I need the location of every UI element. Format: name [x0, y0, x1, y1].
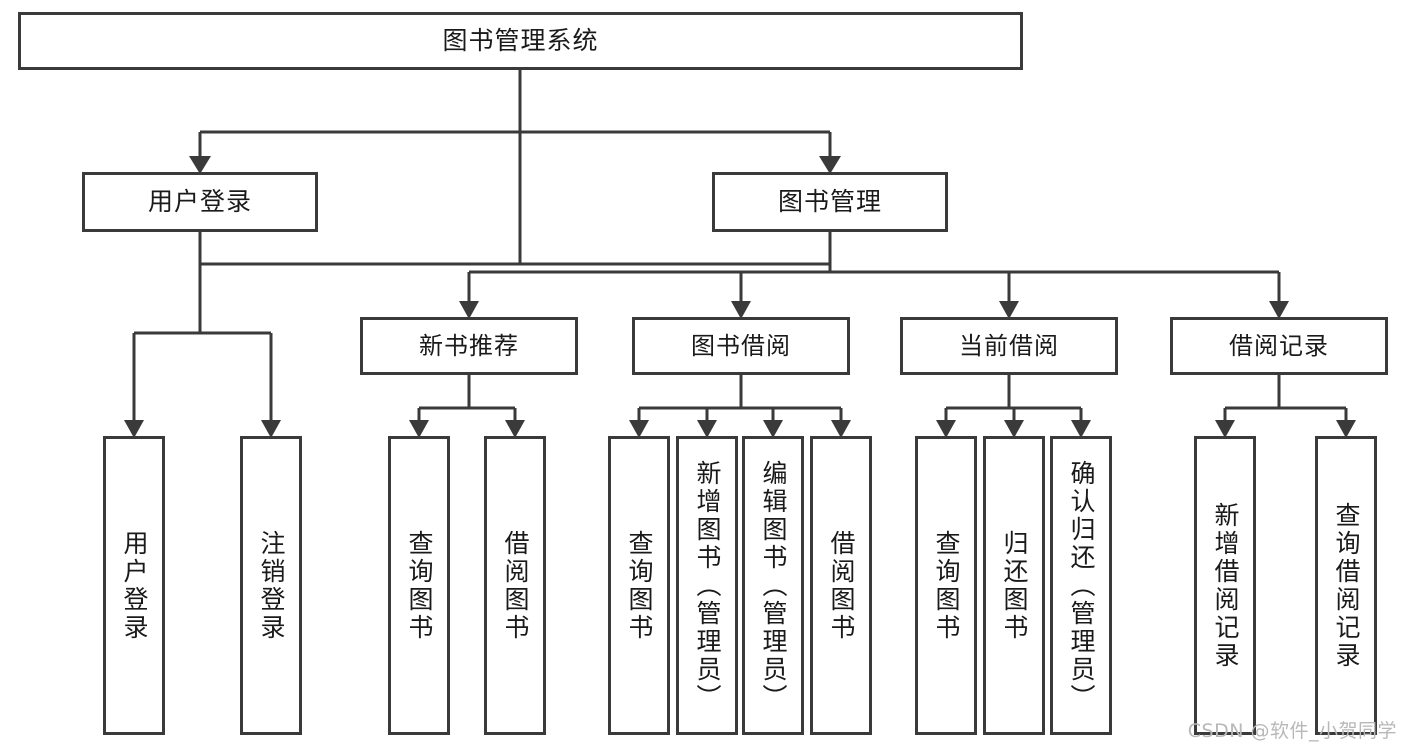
- node-leaf-borrow-book-2-label: 借阅图书: [827, 529, 856, 642]
- node-leaf-confirm-return[interactable]: 确认归还（管理员）: [1050, 436, 1112, 735]
- node-leaf-add-book[interactable]: 新增图书（管理员）: [676, 436, 738, 735]
- node-leaf-confirm-return-label: 确认归还（管理员）: [1067, 459, 1096, 712]
- node-new-book-rec-label: 新书推荐: [419, 331, 519, 360]
- node-leaf-return-book-label: 归还图书: [1000, 529, 1029, 642]
- node-user-login[interactable]: 用户登录: [82, 172, 318, 232]
- node-leaf-edit-book[interactable]: 编辑图书（管理员）: [742, 436, 804, 735]
- node-leaf-query-book-3[interactable]: 查询图书: [915, 436, 977, 735]
- node-leaf-borrow-book-1-label: 借阅图书: [501, 529, 530, 642]
- node-new-book-rec[interactable]: 新书推荐: [360, 317, 578, 375]
- node-leaf-query-book-2-label: 查询图书: [625, 529, 654, 642]
- node-root[interactable]: 图书管理系统: [18, 12, 1023, 70]
- node-leaf-query-record[interactable]: 查询借阅记录: [1315, 436, 1377, 735]
- node-leaf-borrow-book-1[interactable]: 借阅图书: [484, 436, 546, 735]
- node-leaf-query-book-2[interactable]: 查询图书: [608, 436, 670, 735]
- node-book-manage[interactable]: 图书管理: [712, 172, 948, 232]
- node-borrow-record-label: 借阅记录: [1229, 331, 1329, 360]
- node-leaf-user-logout-label: 注销登录: [257, 529, 286, 642]
- node-book-borrow[interactable]: 图书借阅: [632, 317, 850, 375]
- node-leaf-user-login-label: 用户登录: [120, 529, 149, 642]
- node-current-borrow-label: 当前借阅: [959, 331, 1059, 360]
- node-current-borrow[interactable]: 当前借阅: [900, 317, 1118, 375]
- node-leaf-query-record-label: 查询借阅记录: [1332, 501, 1361, 670]
- node-leaf-add-book-label: 新增图书（管理员）: [693, 459, 722, 712]
- node-leaf-query-book-1[interactable]: 查询图书: [388, 436, 450, 735]
- node-borrow-record[interactable]: 借阅记录: [1170, 317, 1388, 375]
- node-leaf-borrow-book-2[interactable]: 借阅图书: [810, 436, 872, 735]
- watermark-text: CSDN @软件_小贺同学: [1187, 720, 1397, 742]
- node-leaf-query-book-1-label: 查询图书: [405, 529, 434, 642]
- node-root-label: 图书管理系统: [442, 26, 599, 56]
- node-leaf-edit-book-label: 编辑图书（管理员）: [759, 459, 788, 712]
- node-leaf-user-login[interactable]: 用户登录: [103, 436, 165, 735]
- node-book-manage-label: 图书管理: [777, 187, 882, 217]
- node-leaf-add-record-label: 新增借阅记录: [1211, 501, 1240, 670]
- node-leaf-add-record[interactable]: 新增借阅记录: [1194, 436, 1256, 735]
- node-user-login-label: 用户登录: [147, 187, 252, 217]
- node-leaf-return-book[interactable]: 归还图书: [983, 436, 1045, 735]
- node-leaf-user-logout[interactable]: 注销登录: [240, 436, 302, 735]
- node-leaf-query-book-3-label: 查询图书: [932, 529, 961, 642]
- node-book-borrow-label: 图书借阅: [691, 331, 791, 360]
